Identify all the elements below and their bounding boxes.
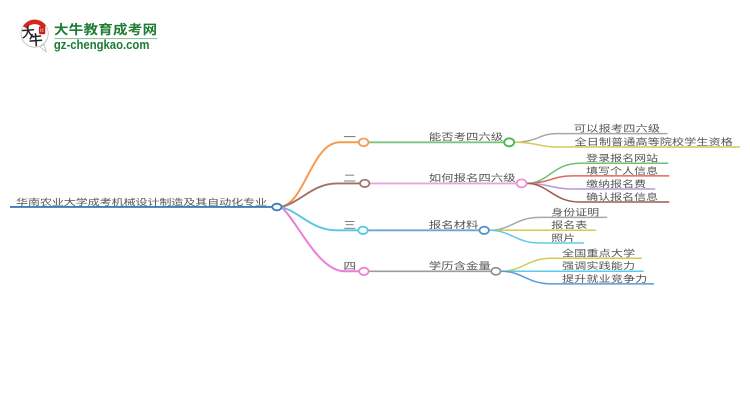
svg-text:gz-chengkao.com: gz-chengkao.com [54,37,149,52]
